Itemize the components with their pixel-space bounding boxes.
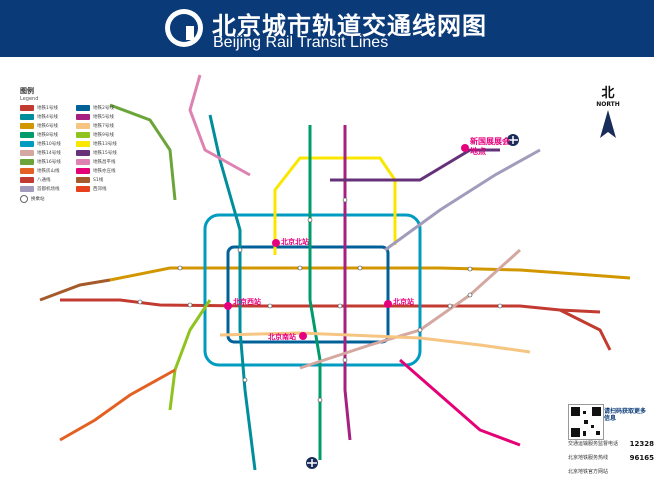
legend-item: 地铁10号线 (20, 141, 74, 147)
legend-item: 地铁8号线 (20, 132, 74, 138)
contact-number: 96165 (629, 454, 654, 462)
line-4 (208, 114, 257, 471)
beijing-north-station-marker (272, 239, 280, 247)
legend-item: 地铁4号线 (20, 114, 74, 120)
legend-item: 地铁1号线 (20, 105, 74, 111)
contact-info: 交通运输服务监督电话 12328 北京地铁服务热线 96165 北京地铁官方网站 (568, 440, 654, 481)
header-bar: 北京城市轨道交通线网图 Beijing Rail Transit Lines (0, 0, 654, 57)
legend-item: 西郊线 (76, 186, 130, 192)
legend: 图例 Legend 地铁1号线 地铁2号线 地铁4号线 地铁5号线 地铁6号线 … (20, 86, 130, 203)
legend-item: 地铁6号线 (20, 123, 74, 129)
legend-item: 地铁亦庄线 (76, 168, 130, 174)
line-16 (109, 103, 177, 201)
line-8 (308, 125, 322, 460)
rail-map-canvas (39, 74, 631, 471)
contact-label: 北京地铁官方网站 (568, 469, 609, 475)
line-2-loop (226, 245, 390, 344)
line-airport (384, 148, 541, 252)
legend-item: 地铁16号线 (20, 159, 74, 165)
qr-caption: 请扫码获取更多信息 (604, 408, 647, 422)
page-title: 北京城市轨道交通线网图 (212, 12, 487, 40)
legend-subtitle: Legend (20, 96, 39, 102)
contact-row: 北京地铁服务热线 96165 (568, 454, 654, 462)
line-6 (109, 266, 631, 282)
legend-item: 首都机场线 (20, 186, 74, 192)
beijing-station-label[interactable]: 北京站 (393, 298, 414, 306)
north-arrow-en: NORTH (596, 101, 620, 108)
north-arrow: 北 NORTH (590, 82, 626, 146)
legend-item: 地铁15号线 (76, 150, 130, 156)
line-5 (343, 125, 352, 441)
north-arrow-cn: 北 (601, 86, 615, 101)
contact-number: 12328 (629, 440, 654, 448)
beijing-north-station-label[interactable]: 北京北站 (281, 238, 309, 246)
beijing-west-station-label[interactable]: 北京西站 (233, 298, 261, 306)
beijing-west-station-marker (224, 302, 232, 310)
subway-logo-icon (165, 9, 203, 47)
new-expo-label[interactable]: 新国展展会地点 (470, 137, 510, 156)
line-batong (559, 308, 612, 351)
beijing-south-station-marker (299, 332, 307, 340)
line-fangshan (59, 368, 176, 442)
rail-map[interactable]: 北京北站 北京西站 北京站 北京南站 新国展展会地点 (0, 57, 654, 491)
legend-item: 地铁13号线 (76, 141, 130, 147)
line-7 (219, 331, 531, 354)
compass-arrow-icon (600, 110, 616, 138)
beijing-south-station-label[interactable]: 北京南站 (268, 333, 296, 341)
legend-title: 图例 (20, 87, 34, 95)
line-1 (60, 298, 601, 314)
legend-item: 地铁14号线 (20, 150, 74, 156)
legend-item: 地铁5号线 (76, 114, 130, 120)
line-15 (330, 148, 500, 182)
legend-item: 八通线 (20, 177, 74, 183)
airport-south-icon (306, 457, 318, 469)
legend-item: 地铁7号线 (76, 123, 130, 129)
qr-code-icon[interactable] (568, 404, 604, 440)
beijing-station-marker (384, 300, 392, 308)
contact-label: 北京地铁服务热线 (568, 455, 609, 461)
line-s1 (39, 278, 111, 302)
contact-label: 交通运输服务监督电话 (568, 441, 619, 447)
legend-item: S1线 (76, 177, 130, 183)
line-yizhuang (399, 358, 521, 447)
legend-grid: 地铁1号线 地铁2号线 地铁4号线 地铁5号线 地铁6号线 地铁7号线 地铁8号… (20, 105, 130, 203)
contact-row: 交通运输服务监督电话 12328 (568, 440, 654, 448)
new-expo-marker (461, 144, 469, 152)
line-13 (273, 156, 397, 255)
airport-icon (507, 134, 519, 146)
legend-item: 地铁2号线 (76, 105, 130, 111)
legend-item: 地铁昌平线 (76, 159, 130, 165)
page-subtitle: Beijing Rail Transit Lines (213, 34, 389, 51)
legend-item: 地铁房山线 (20, 168, 74, 174)
legend-item: 地铁9号线 (76, 132, 130, 138)
legend-item: 换乘站 (20, 195, 74, 203)
line-9 (168, 299, 212, 411)
line-changping (188, 74, 251, 177)
contact-row: 北京地铁官方网站 (568, 468, 654, 475)
